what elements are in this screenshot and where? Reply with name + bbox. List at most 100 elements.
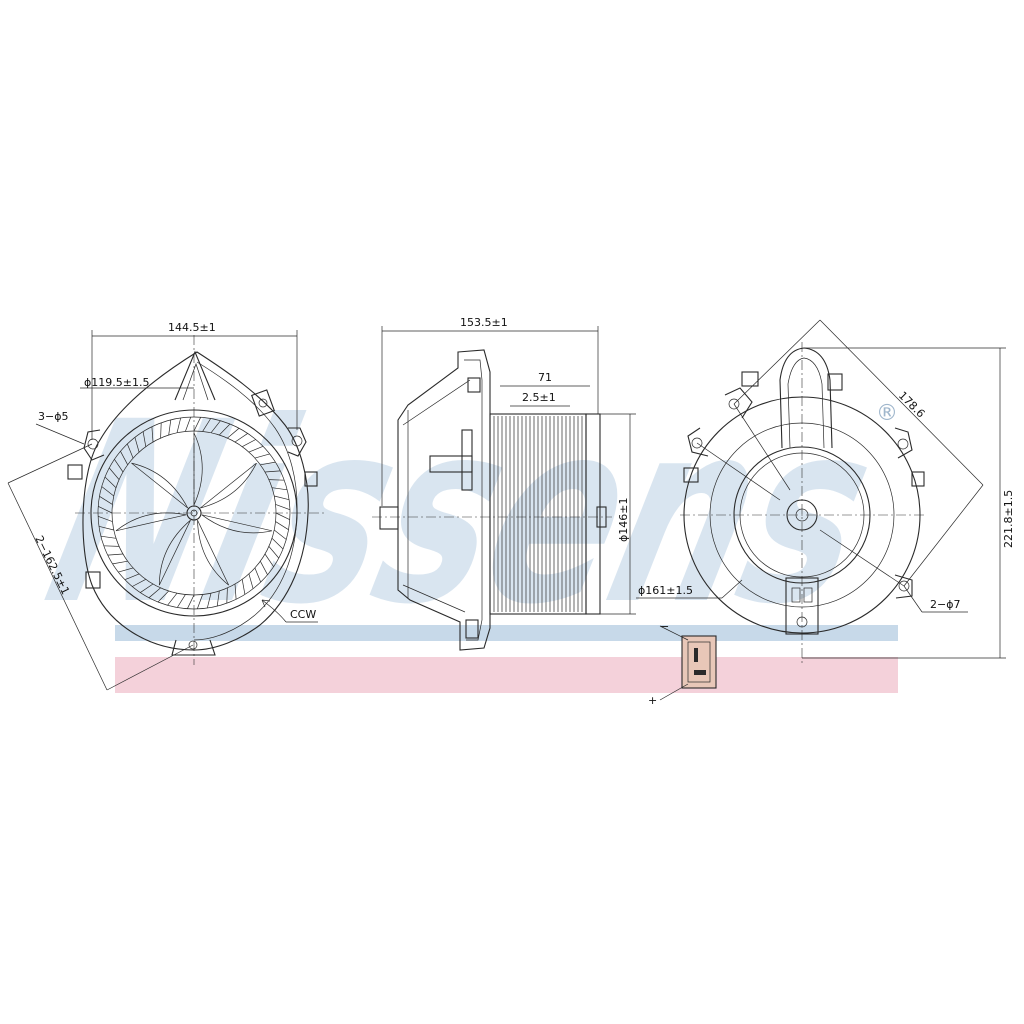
front-blade bbox=[112, 560, 128, 565]
front-spoke bbox=[131, 462, 189, 509]
front-dim-bore-label: ϕ119.5±1.5 bbox=[84, 376, 149, 389]
watermark-registered-mark: ® bbox=[876, 401, 898, 426]
front-hub-inner bbox=[190, 509, 198, 517]
front-blade bbox=[248, 573, 254, 589]
connector-pin-minus bbox=[694, 648, 698, 662]
side-dim-length-label: 153.5±1 bbox=[460, 316, 508, 329]
front-spoke bbox=[193, 432, 203, 506]
rear-dim-diagonal-ext-bottom bbox=[903, 484, 984, 587]
front-dim-pitch-line bbox=[7, 482, 108, 691]
front-blade bbox=[104, 476, 117, 488]
connector-pin-plus bbox=[694, 670, 706, 675]
front-blade bbox=[120, 451, 129, 465]
front-rotation-arrow bbox=[261, 599, 287, 623]
side-housing bbox=[397, 349, 491, 651]
front-blade bbox=[134, 437, 140, 453]
front-blade bbox=[268, 479, 285, 481]
rear-connector-screw bbox=[796, 616, 808, 628]
connector-inner bbox=[687, 641, 711, 683]
front-blade bbox=[100, 535, 117, 539]
front-blade bbox=[219, 423, 231, 436]
front-blade bbox=[160, 422, 162, 439]
rear-flange-outer bbox=[683, 396, 921, 634]
front-dim-holes-leader bbox=[35, 423, 85, 445]
front-blade-ring-outer bbox=[97, 416, 291, 610]
side-top-clip bbox=[467, 377, 481, 393]
front-tab-left bbox=[67, 464, 83, 480]
front-blade bbox=[210, 420, 221, 434]
side-dim-gap-label: 2.5±1 bbox=[522, 391, 556, 404]
rear-strut-1 bbox=[733, 403, 791, 491]
front-spoke-edge bbox=[197, 520, 230, 586]
front-blade bbox=[241, 579, 246, 595]
connector-body bbox=[681, 635, 717, 689]
front-spoke bbox=[115, 512, 187, 532]
rear-strut-2 bbox=[819, 529, 905, 587]
front-hub bbox=[186, 505, 202, 521]
side-impeller-end bbox=[585, 413, 601, 615]
front-blade bbox=[132, 578, 146, 587]
front-impeller-spokes bbox=[115, 432, 273, 586]
rear-tab-top bbox=[741, 371, 759, 387]
front-blade bbox=[177, 594, 186, 608]
rear-connector-pin-1 bbox=[791, 587, 801, 603]
front-blade bbox=[234, 583, 237, 600]
front-spoke bbox=[200, 462, 257, 509]
rear-dim-diagonal-line bbox=[819, 319, 984, 486]
rear-flange-ring bbox=[709, 422, 895, 608]
rear-dim-height-label: 221.8±1.5 bbox=[1002, 490, 1015, 548]
connector-minus-label: − bbox=[660, 620, 669, 633]
front-blade bbox=[202, 418, 211, 432]
front-blade bbox=[176, 417, 182, 433]
front-outer-ring bbox=[90, 409, 298, 617]
rear-ear-top-left bbox=[724, 387, 753, 419]
front-tab-right bbox=[304, 471, 318, 487]
front-blade bbox=[118, 567, 134, 573]
front-blade bbox=[107, 553, 124, 556]
side-housing-inner bbox=[464, 359, 483, 641]
side-mount-boss bbox=[379, 506, 399, 530]
side-dim-wheel-label: 71 bbox=[538, 371, 552, 384]
rear-dim-flange-label: ϕ161±1.5 bbox=[638, 584, 693, 597]
connector-minus-leader bbox=[659, 625, 689, 641]
front-blade bbox=[216, 590, 220, 607]
front-spoke-edge bbox=[131, 462, 188, 509]
front-blade bbox=[273, 529, 287, 540]
front-blade bbox=[98, 505, 113, 514]
front-spoke bbox=[201, 514, 273, 534]
front-chimney bbox=[174, 350, 216, 401]
front-blade bbox=[274, 495, 290, 501]
front-ear-right bbox=[287, 427, 307, 457]
front-blade bbox=[271, 487, 288, 491]
front-blade bbox=[114, 459, 124, 473]
rear-tab-right bbox=[911, 471, 925, 487]
front-blade bbox=[98, 525, 114, 531]
front-blade bbox=[157, 590, 169, 603]
connector-plus-leader bbox=[659, 683, 689, 701]
front-blade bbox=[108, 467, 120, 480]
front-blade bbox=[248, 445, 264, 453]
front-blade bbox=[275, 521, 289, 530]
front-rotation-label: CCW bbox=[290, 608, 316, 621]
front-blade bbox=[264, 470, 281, 473]
front-blade bbox=[206, 593, 212, 609]
side-bottom-clip bbox=[465, 619, 479, 639]
front-tab-lower-left bbox=[85, 571, 101, 589]
side-housing-detail bbox=[402, 379, 471, 613]
rear-connector-block bbox=[785, 577, 819, 635]
rear-motor-can-inner bbox=[739, 452, 865, 578]
watermark-red-band bbox=[115, 657, 898, 693]
front-blade bbox=[254, 567, 262, 583]
front-blade bbox=[151, 426, 154, 443]
front-blade bbox=[142, 431, 147, 447]
rear-dim-flange-leader-tip bbox=[721, 579, 743, 599]
rear-shaft bbox=[795, 508, 809, 522]
side-dim-diameter-label: ϕ146±1 bbox=[617, 498, 630, 542]
rear-ear-bottom-right bbox=[894, 574, 913, 599]
rear-motor-can bbox=[733, 446, 871, 584]
side-shaft-end bbox=[596, 506, 607, 528]
side-terminal-block bbox=[461, 429, 473, 491]
rear-top-duct-cap bbox=[827, 373, 843, 391]
side-impeller-fins bbox=[493, 416, 583, 612]
